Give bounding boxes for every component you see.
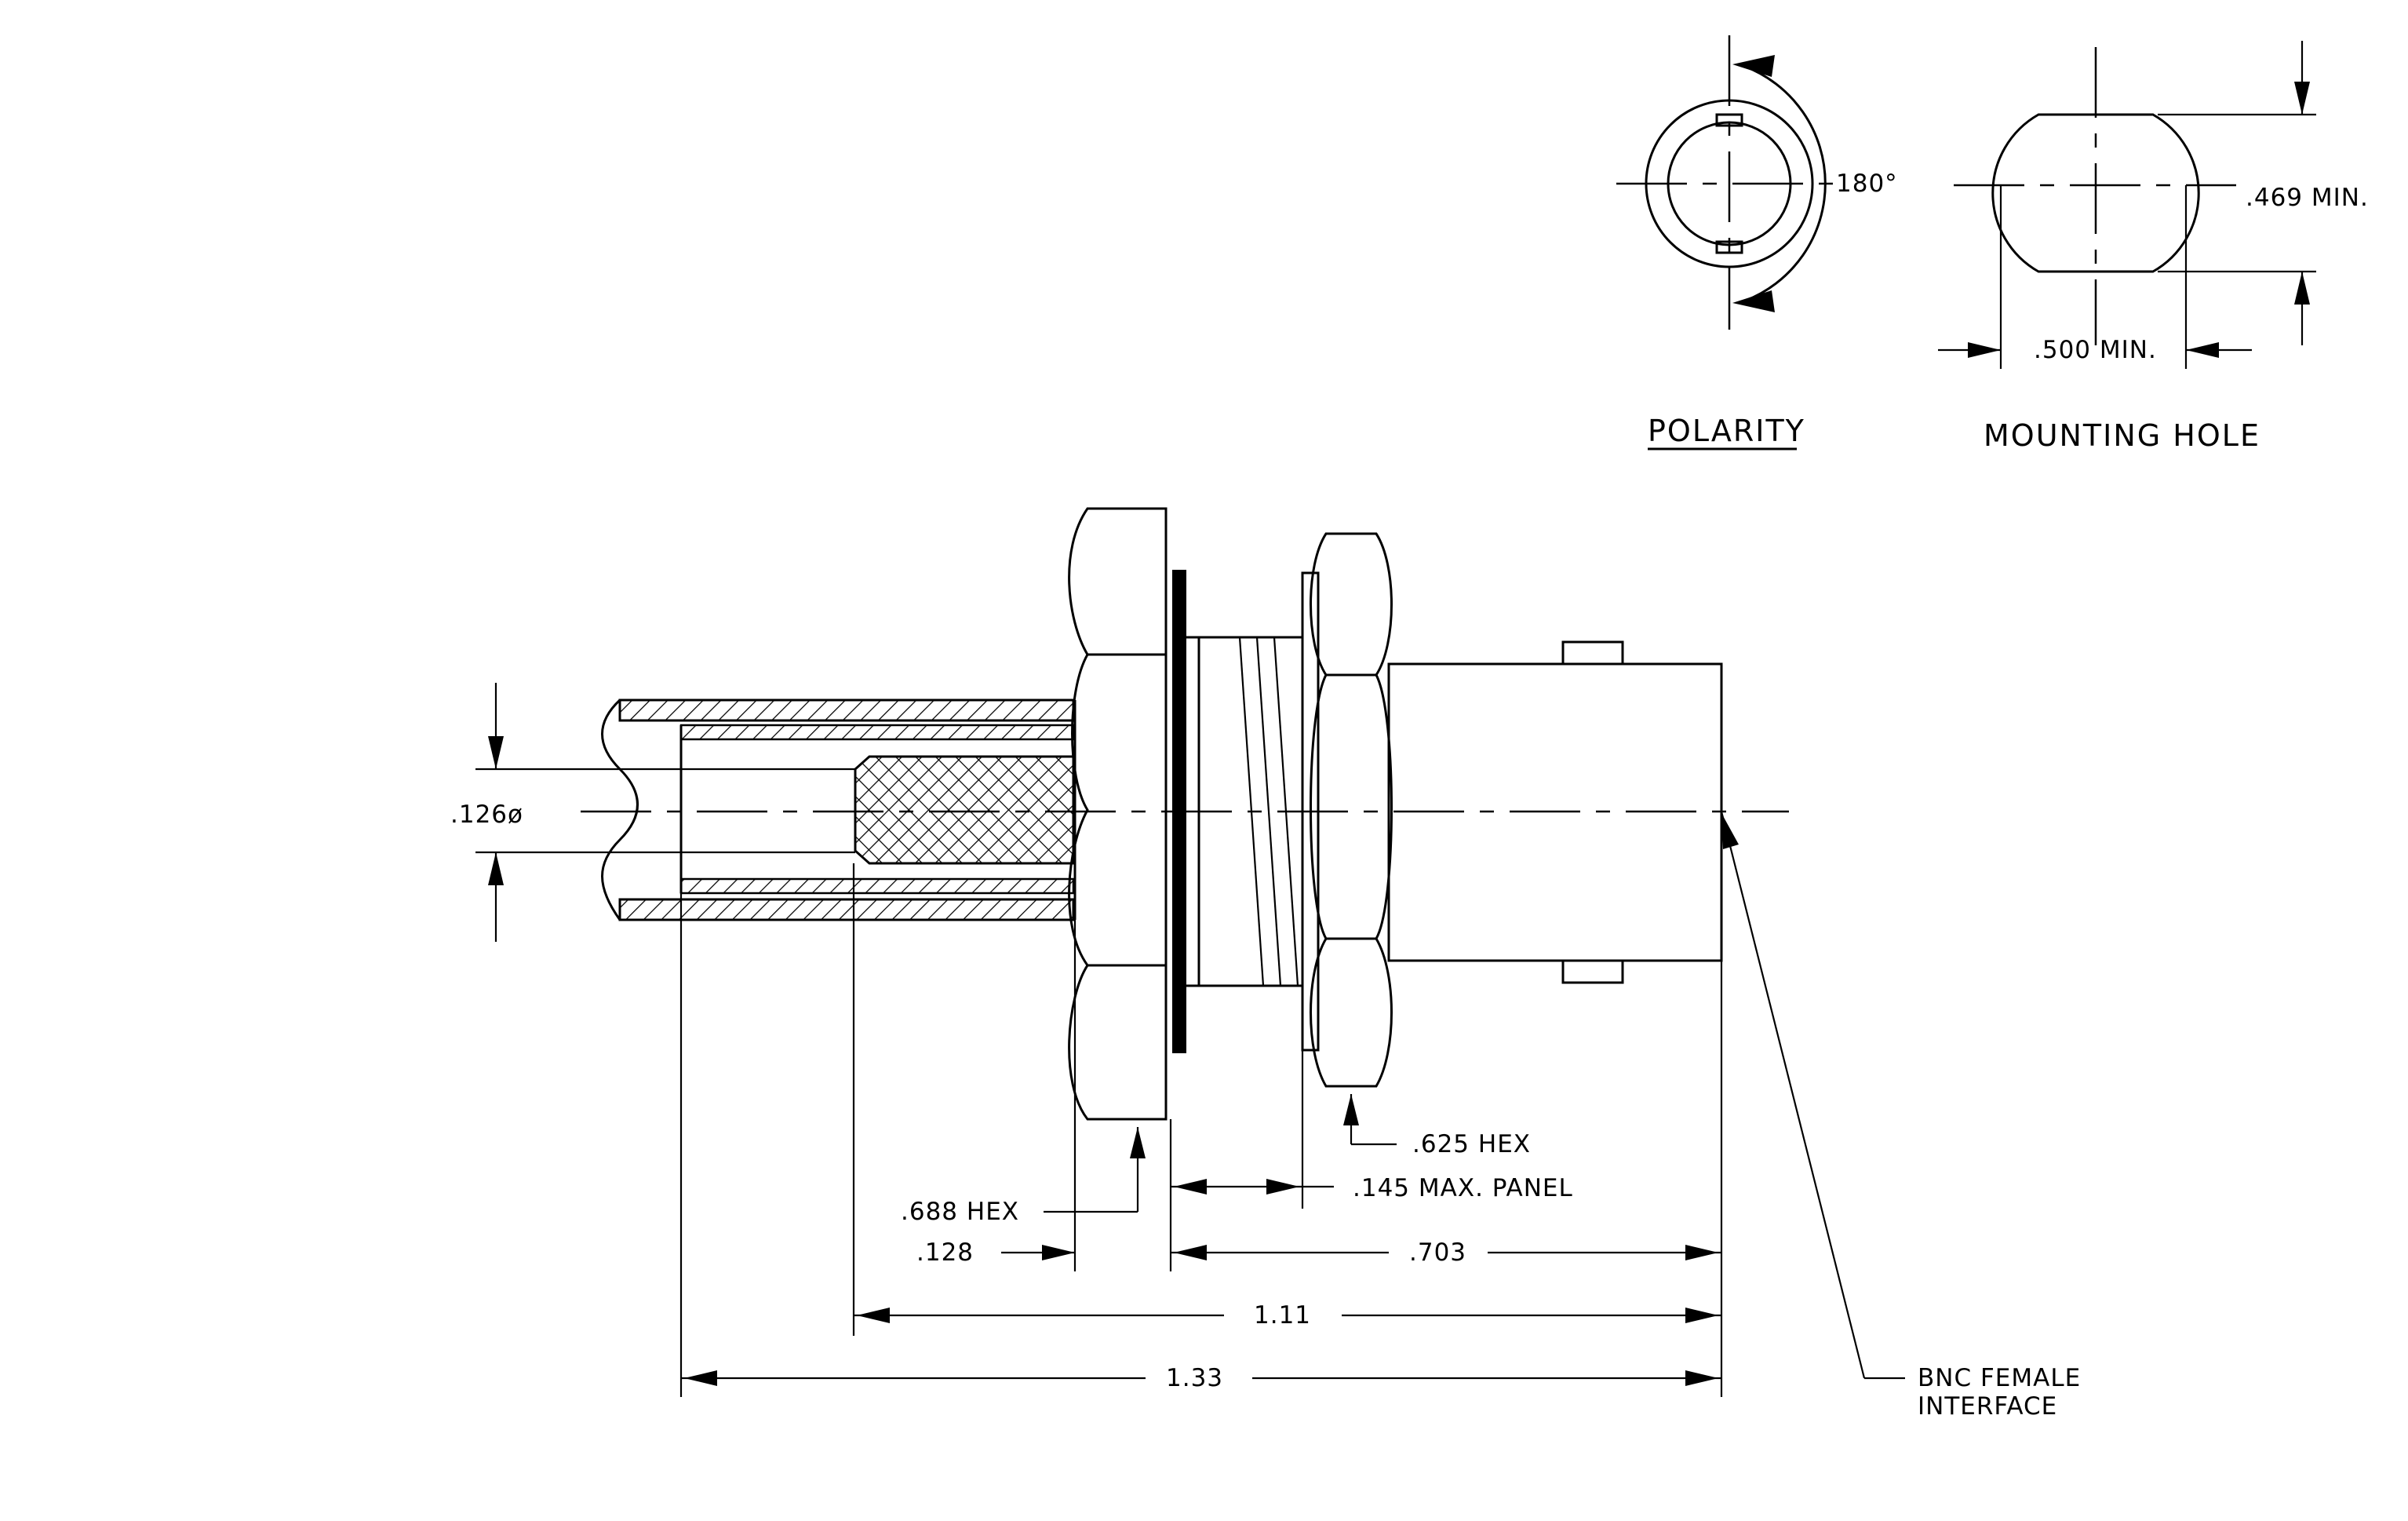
polarity-angle-label: 180° <box>1836 170 1898 198</box>
connector-side-view: .126ø .625 HEX .145 MAX. PANEL .688 HEX … <box>450 507 2081 1421</box>
pin-diameter-label: .126ø <box>450 801 523 829</box>
nut-hex-label: .625 HEX <box>1412 1130 1531 1158</box>
interface-callout-line2: INTERFACE <box>1918 1392 2057 1421</box>
mounting-hole-view: .469 MIN. .500 MIN. MOUNTING HOLE <box>1938 41 2369 453</box>
overall-length-label: 1.33 <box>1166 1364 1223 1392</box>
front-length-label: .703 <box>1409 1238 1466 1267</box>
mid-length-label: 1.11 <box>1254 1301 1311 1330</box>
hex-width-label: .128 <box>916 1238 974 1267</box>
mounting-hole-title: MOUNTING HOLE <box>1984 418 2260 453</box>
panel-thickness-label: .145 MAX. PANEL <box>1353 1174 1573 1202</box>
body-hex-label: .688 HEX <box>901 1198 1019 1226</box>
polarity-title: POLARITY <box>1648 414 1805 448</box>
mounting-height-label: .469 MIN. <box>2246 184 2369 212</box>
interface-callout-line1: BNC FEMALE <box>1918 1364 2081 1392</box>
polarity-view: 180° POLARITY <box>1616 35 1898 450</box>
mounting-width-label: .500 MIN. <box>2034 336 2157 364</box>
